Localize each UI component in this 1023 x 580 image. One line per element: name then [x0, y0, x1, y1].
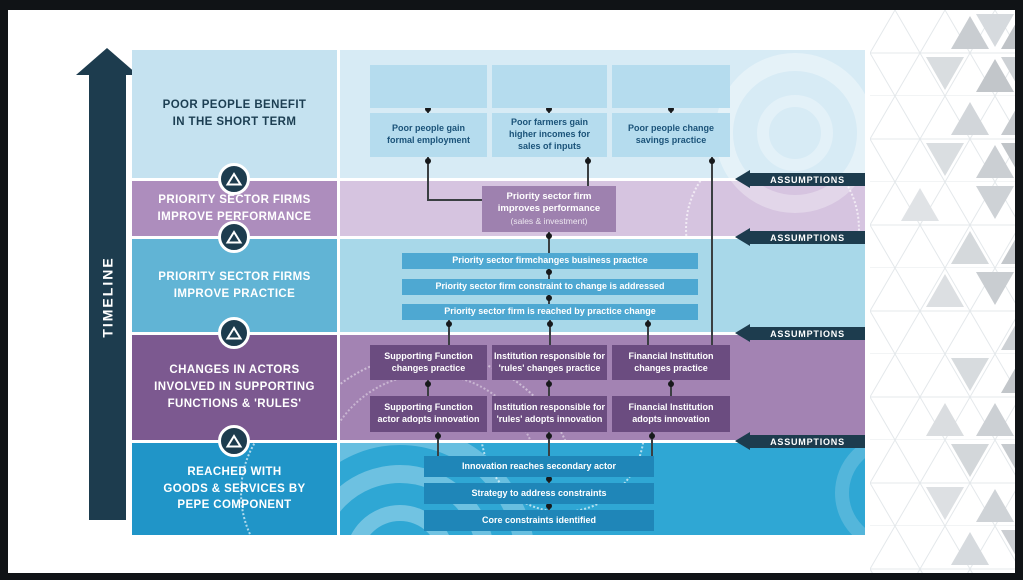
connector-dot [645, 321, 651, 327]
connector-dot [546, 381, 552, 387]
timeline-label: TIMELINE [99, 256, 116, 338]
chevron-up-circle-icon [218, 425, 250, 457]
connector-dot [668, 106, 674, 112]
page-canvas: TIMELINE POOR PEOPLE BENEFIT IN THE SHOR… [8, 10, 1015, 573]
connector-dot [546, 476, 552, 482]
placeholder-box [612, 65, 730, 108]
placeholder-box [492, 65, 607, 108]
assumptions-arrow: ASSUMPTIONS [735, 228, 865, 246]
triangle-pattern-decoration [870, 10, 1015, 573]
connector-dot [547, 321, 553, 327]
outcome-row-innovation-reaches-actor: Innovation reaches secondary actor [424, 456, 654, 477]
connector-dot [585, 158, 591, 164]
outcome-row-core-constraints: Core constraints identified [424, 510, 654, 531]
connector-dot [546, 106, 552, 112]
connector-line [549, 320, 551, 345]
arc-decoration [835, 443, 865, 535]
assumptions-arrow: ASSUMPTIONS [735, 170, 865, 188]
results-chain-diagram: POOR PEOPLE BENEFIT IN THE SHORT TERM PR… [132, 50, 865, 535]
assumptions-label: ASSUMPTIONS [770, 174, 845, 185]
connector-dot [546, 233, 552, 239]
timeline-arrowhead-icon [76, 48, 138, 75]
chevron-up-circle-icon [218, 317, 250, 349]
outcome-box-title: Priority sector firm improves performanc… [497, 191, 601, 215]
connector-line [427, 380, 429, 396]
connector-line [587, 157, 589, 186]
outcome-box-farmer-incomes: Poor farmers gain higher incomes for sal… [492, 113, 607, 157]
outcome-row-changes-business-practice: Priority sector firmchanges business pra… [402, 253, 698, 269]
connector-dot [446, 321, 452, 327]
filled-triangles [901, 14, 1015, 565]
band-label-poor-people-benefit: POOR PEOPLE BENEFIT IN THE SHORT TERM [132, 50, 337, 178]
connector-dot [425, 381, 431, 387]
connector-line [711, 157, 713, 345]
outcome-row-constraint-addressed: Priority sector firm constraint to chang… [402, 279, 698, 295]
outcome-box-subtitle: (sales & investment) [510, 215, 588, 226]
connector-dot [546, 295, 552, 301]
assumptions-label: ASSUMPTIONS [770, 436, 845, 447]
connector-dot [546, 269, 552, 275]
outcome-box-financial-institution-adopts: Financial Institution adopts innovation [612, 396, 730, 432]
connector-dot [668, 381, 674, 387]
assumptions-label: ASSUMPTIONS [770, 328, 845, 339]
chevron-up-circle-icon [218, 221, 250, 253]
connector-dot [425, 106, 431, 112]
connector-dot [709, 158, 715, 164]
placeholder-box [370, 65, 487, 108]
outcome-box-supporting-function-adopts: Supporting Function actor adopts innovat… [370, 396, 487, 432]
band-label-changes-in-actors: CHANGES IN ACTORS INVOLVED IN SUPPORTING… [132, 335, 337, 440]
band-label-firms-improve-performance: PRIORITY SECTOR FIRMS IMPROVE PERFORMANC… [132, 181, 337, 236]
outcome-box-supporting-function-changes: Supporting Function changes practice [370, 345, 487, 380]
assumptions-label: ASSUMPTIONS [770, 232, 845, 243]
connector-line [448, 320, 450, 345]
assumptions-arrow: ASSUMPTIONS [735, 324, 865, 342]
outcome-box-rules-institution-changes: Institution responsible for 'rules' chan… [492, 345, 607, 380]
ring-decoration [757, 95, 833, 171]
connector-line [427, 199, 482, 201]
connector-line [548, 432, 550, 456]
connector-dot [425, 158, 431, 164]
band-label-reached-by-pepe: REACHED WITH GOODS & SERVICES BY PEPE CO… [132, 443, 337, 535]
outcome-box-formal-employment: Poor people gain formal employment [370, 113, 487, 157]
connector-line [437, 432, 439, 456]
outcome-box-rules-institution-adopts: Institution responsible for 'rules' adop… [492, 396, 607, 432]
connector-line [670, 380, 672, 396]
band-label-firms-improve-practice: PRIORITY SECTOR FIRMS IMPROVE PRACTICE [132, 239, 337, 332]
connector-dot [546, 433, 552, 439]
outcome-box-financial-institution-changes: Financial Institution changes practice [612, 345, 730, 380]
connector-line [548, 232, 550, 253]
connector-dot [435, 433, 441, 439]
ring-decoration [715, 53, 865, 178]
connector-dot [649, 433, 655, 439]
connector-line [647, 320, 649, 345]
chevron-up-circle-icon [218, 163, 250, 195]
connector-line [651, 432, 653, 456]
connector-line [548, 380, 550, 396]
outcome-row-reached-by-practice-change: Priority sector firm is reached by pract… [402, 304, 698, 320]
assumptions-arrow: ASSUMPTIONS [735, 432, 865, 450]
outcome-box-savings-practice: Poor people change savings practice [612, 113, 730, 157]
connector-line [427, 157, 429, 201]
outcome-box-improves-performance: Priority sector firm improves performanc… [482, 186, 616, 232]
timeline-axis: TIMELINE [89, 74, 126, 520]
outcome-row-strategy-constraints: Strategy to address constraints [424, 483, 654, 504]
connector-dot [546, 503, 552, 509]
